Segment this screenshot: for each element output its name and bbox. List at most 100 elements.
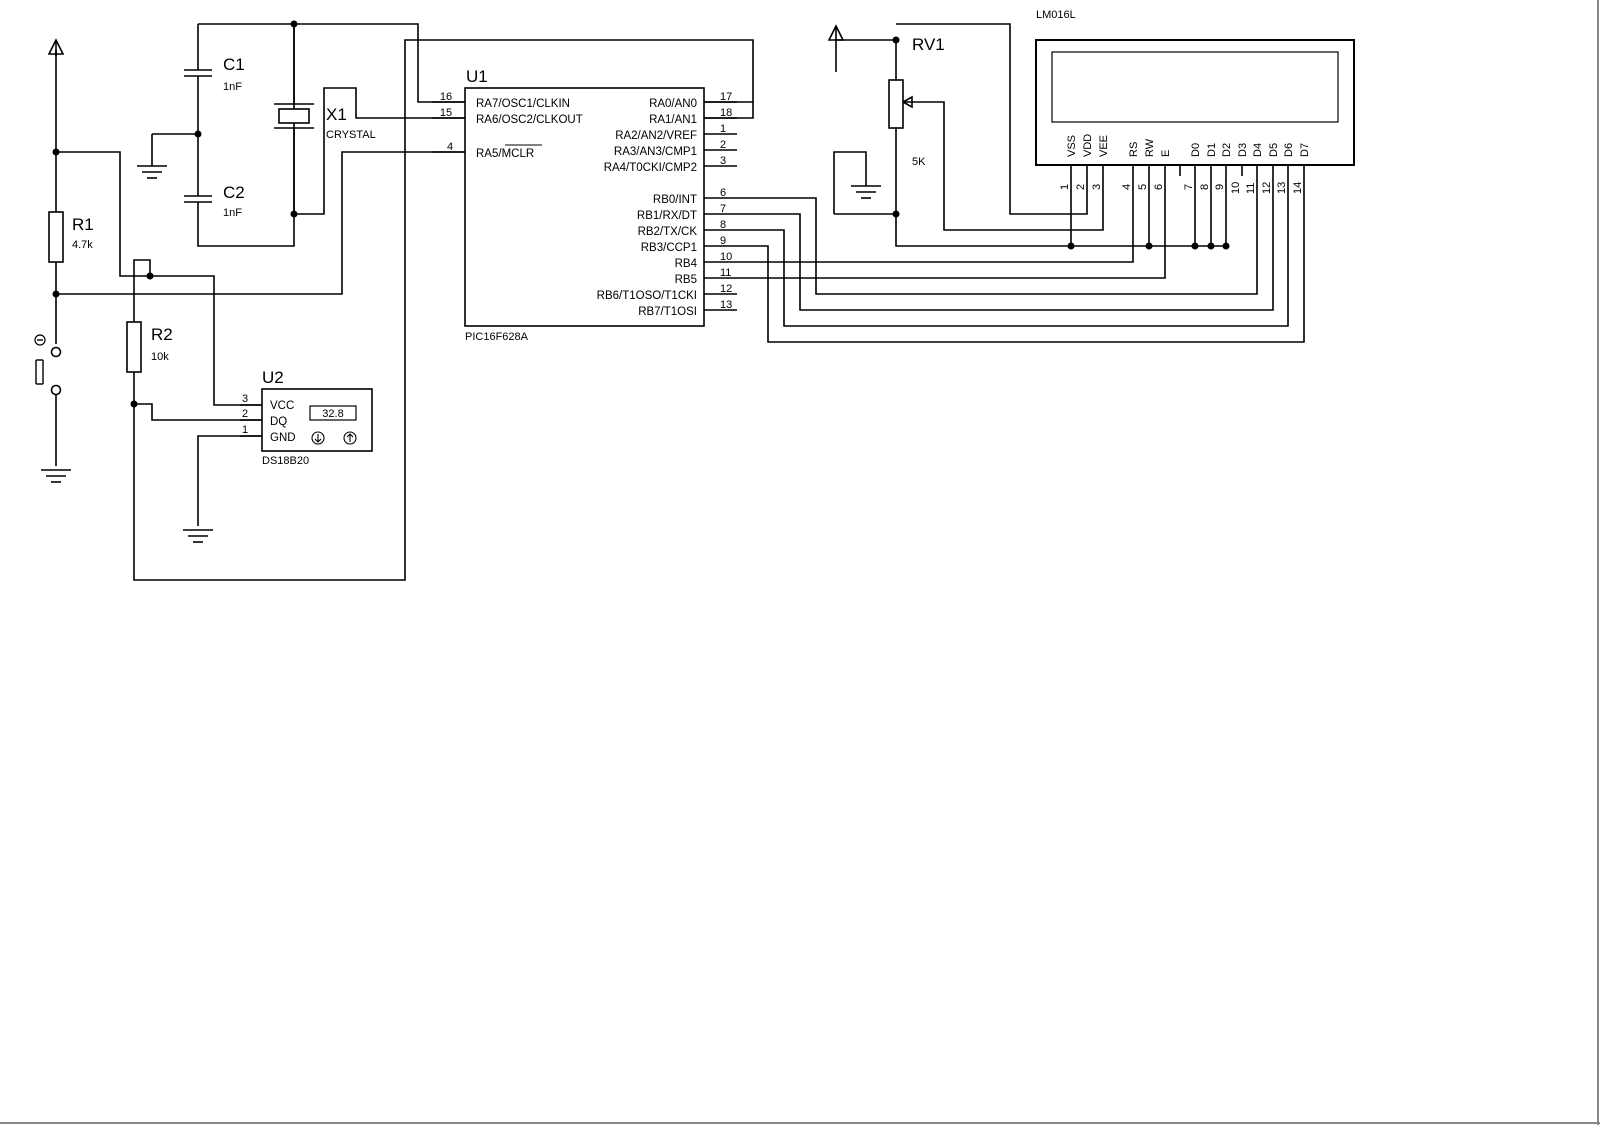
u1-pin-num: 8 <box>720 219 726 231</box>
lcd-pin-name: D5 <box>1268 143 1280 157</box>
ic-u1[interactable]: U1 PIC16F628A 16 15 4 RA7/OSC1/CLKIN RA6… <box>432 67 737 343</box>
u1-pin-num: 16 <box>440 91 452 103</box>
lcd-pin-num: 14 <box>1292 182 1304 194</box>
lcd-pin-num: 3 <box>1091 184 1103 190</box>
u1-pin-name: RB5 <box>675 274 697 286</box>
u1-pin-name: RA0/AN0 <box>649 98 697 110</box>
lcd-pin-name: D1 <box>1206 143 1218 157</box>
u2-pin-name: DQ <box>270 416 287 428</box>
c2-ref: C2 <box>223 183 245 202</box>
lcd-pin-name: D4 <box>1252 143 1264 157</box>
ground-symbol-switch <box>41 469 71 483</box>
lcd-pin-num: 10 <box>1230 182 1242 194</box>
lcd-pin-num: 8 <box>1199 184 1211 190</box>
ground-symbol-c <box>137 165 167 179</box>
lcd-pin-num: 1 <box>1059 184 1071 190</box>
u1-pin-name: RA3/AN3/CMP1 <box>614 146 697 158</box>
u1-pin-num: 17 <box>720 91 732 103</box>
lcd-pin-name: VDD <box>1082 134 1094 157</box>
u1-pin-num: 18 <box>720 107 732 119</box>
u1-pin-name: RA4/T0CKI/CMP2 <box>604 162 697 174</box>
c1-ref: C1 <box>223 55 245 74</box>
u1-pin-num: 2 <box>720 139 726 151</box>
u1-pin-name: RA5/MCLR <box>476 148 534 160</box>
resistor-r2[interactable]: R2 10k <box>126 321 173 373</box>
u1-pin-name: RB3/CCP1 <box>641 242 697 254</box>
lcd-pin-num: 6 <box>1153 184 1165 190</box>
crystal-x1[interactable]: X1 CRYSTAL <box>274 103 376 141</box>
lcd-pin-num: 4 <box>1121 184 1133 190</box>
lcd-pin-name: E <box>1160 150 1172 157</box>
ground-symbol-rv1 <box>851 182 881 199</box>
temp-down-icon[interactable] <box>311 431 325 445</box>
temperature-display <box>309 405 357 421</box>
temperature-reading: 32.8 <box>322 408 343 420</box>
c2-value: 1nF <box>223 207 242 219</box>
lcd-pin-num: 13 <box>1276 182 1288 194</box>
lcd-pin-num: 11 <box>1245 183 1257 194</box>
u2-pin-num: 1 <box>242 424 248 436</box>
u1-pin-name: RB7/T1OSI <box>638 306 697 318</box>
u1-pin-name: RA6/OSC2/CLKOUT <box>476 114 583 126</box>
r1-value: 4.7k <box>72 239 93 251</box>
lcd-pin-num: 2 <box>1075 184 1087 190</box>
capacitor-c2[interactable]: C2 1nF <box>184 183 245 219</box>
u1-pin-name: RB1/RX/DT <box>637 210 697 222</box>
lcd-pin-num: 12 <box>1261 182 1273 194</box>
lcd-pin-name: VSS <box>1066 135 1078 157</box>
temp-up-icon[interactable] <box>343 431 357 445</box>
rv1-value: 5K <box>912 156 926 168</box>
capacitor-c1[interactable]: C1 1nF <box>184 55 245 93</box>
u2-pin-num: 2 <box>242 408 248 420</box>
u1-pin-name: RB4 <box>675 258 698 270</box>
u1-pin-num: 12 <box>720 283 732 295</box>
u2-pin-name: VCC <box>270 400 294 412</box>
x1-value: CRYSTAL <box>326 129 376 141</box>
u1-pin-num: 11 <box>720 267 731 279</box>
u1-pin-name: RA7/OSC1/CLKIN <box>476 98 570 110</box>
u1-pin-num: 7 <box>720 203 726 215</box>
c1-value: 1nF <box>223 81 242 93</box>
lcd-part: LM016L <box>1036 9 1076 21</box>
reset-pushbutton[interactable] <box>34 334 62 396</box>
wires <box>55 23 1305 581</box>
u1-pin-name: RB0/INT <box>653 194 697 206</box>
r2-ref: R2 <box>151 325 173 344</box>
u1-part: PIC16F628A <box>465 331 529 343</box>
lcd-pin-name: RS <box>1128 142 1140 157</box>
u1-pin-num: 4 <box>447 141 453 153</box>
lcd-pin-name: D6 <box>1283 143 1295 157</box>
power-terminal-vcc-left <box>47 38 65 56</box>
lcd-pin-name: D3 <box>1237 143 1249 157</box>
u2-ref: U2 <box>262 368 284 387</box>
resistor-r1[interactable]: R1 4.7k <box>48 211 94 263</box>
u1-pin-num: 15 <box>440 107 452 119</box>
u2-pin-num: 3 <box>242 393 248 405</box>
ground-symbol-u2 <box>183 529 213 543</box>
u1-ref: U1 <box>466 67 488 86</box>
u1-pin-num: 13 <box>720 299 732 311</box>
lcd-pin-num: 7 <box>1183 184 1195 190</box>
u1-pin-num: 1 <box>720 123 726 135</box>
lcd-pin-name: D0 <box>1190 143 1202 157</box>
lcd-pin-num: 9 <box>1214 184 1226 190</box>
junction-dots <box>52 20 1230 408</box>
lcd-pin-name: RW <box>1144 138 1156 157</box>
u1-pin-num: 10 <box>720 251 732 263</box>
lcd-pin-num: 5 <box>1137 184 1149 190</box>
x1-ref: X1 <box>326 105 347 124</box>
sensor-u2[interactable]: U2 DS18B20 3 2 1 VCC DQ GND 32.8 <box>240 368 373 467</box>
u1-pin-num: 3 <box>720 155 726 167</box>
r1-ref: R1 <box>72 215 94 234</box>
power-terminal-vcc-rv1 <box>827 24 845 41</box>
rv1-ref: RV1 <box>912 35 945 54</box>
potentiometer-rv1[interactable]: RV1 5K <box>888 35 945 168</box>
r2-value: 10k <box>151 351 169 363</box>
u1-pin-num: 9 <box>720 235 726 247</box>
lcd-pin-name: D7 <box>1299 143 1311 157</box>
u1-pin-num: 6 <box>720 187 726 199</box>
lcd-display[interactable]: LM016L VSS VDD VEE RS RW E D0 D1 D2 D3 D… <box>1035 9 1355 194</box>
u2-part: DS18B20 <box>262 455 309 467</box>
u1-pin-name: RB6/T1OSO/T1CKI <box>597 290 697 302</box>
